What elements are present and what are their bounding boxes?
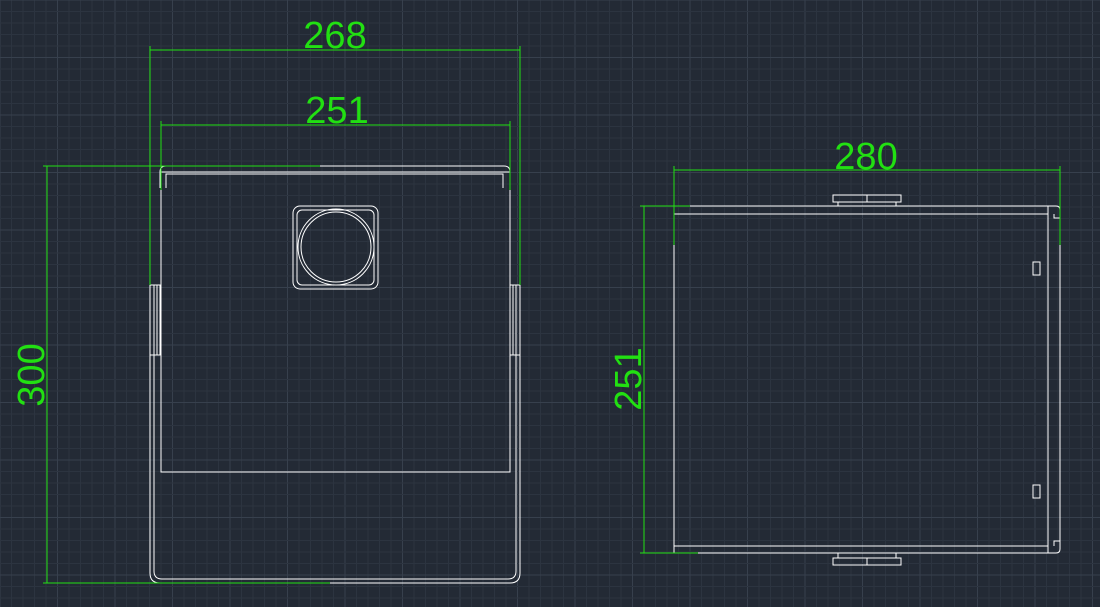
dim-300-label: 300: [11, 343, 53, 406]
front-dimension-labels: 268 251 300: [11, 15, 369, 407]
dim-251-label: 251: [305, 90, 368, 132]
side-slot-bottom: [1032, 484, 1041, 499]
front-view: [149, 165, 521, 584]
side-view: [673, 194, 1061, 566]
side-dimensions: [640, 166, 1061, 554]
side-bottom-mount-base: [837, 552, 897, 559]
side-dimension-labels: 280 251: [608, 136, 898, 411]
front-inner-bracket: [153, 285, 517, 580]
side-right-flange-bottom: [1048, 540, 1061, 554]
front-lens-housing: [292, 205, 379, 290]
side-top-mount-base: [837, 201, 897, 207]
front-body-panel: [160, 171, 511, 473]
front-left-side-plate: [149, 284, 161, 356]
front-body-outline: [159, 165, 511, 188]
front-dimensions: [43, 46, 521, 584]
front-lens-inner-ring: [300, 211, 372, 283]
side-slot-top: [1032, 261, 1041, 276]
dim-280-label: 280: [834, 136, 897, 178]
front-lens-outer-ring: [297, 208, 375, 286]
front-outer-bracket: [149, 285, 521, 584]
front-body-top-lip: [165, 173, 504, 188]
dim-side-251-label: 251: [608, 347, 650, 410]
dim-268-label: 268: [303, 15, 366, 57]
